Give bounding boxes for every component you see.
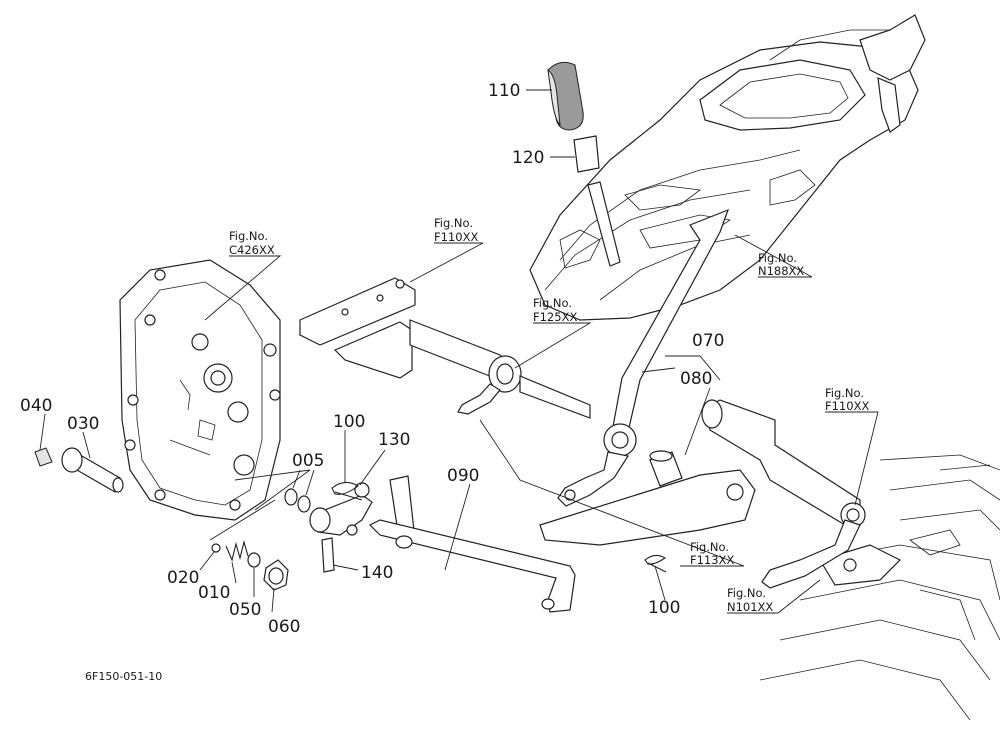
fig-ref-f125xx: Fig.No. F125XX [533, 296, 577, 324]
shift-shaft-left [299, 277, 591, 419]
part-label-010: 010 [198, 583, 230, 603]
part-label-110: 110 [488, 81, 520, 101]
clip-100-right [644, 554, 667, 573]
part-label-020: 020 [167, 568, 199, 588]
detent-spring-010 [225, 539, 249, 562]
svg-text:Fig.No.: Fig.No. [758, 251, 797, 265]
shift-rod-090 [368, 475, 576, 613]
part-label-050: 050 [229, 600, 261, 620]
fig-ref-n188xx: Fig.No. N188XX [758, 251, 804, 278]
svg-text:Fig.No.: Fig.No. [690, 540, 729, 554]
part-label-090: 090 [447, 466, 479, 486]
o-rings-005 [284, 488, 311, 513]
svg-text:F125XX: F125XX [533, 310, 577, 324]
svg-text:F110XX: F110XX [434, 230, 478, 244]
plug-bolt-060 [263, 559, 289, 591]
part-label-130: 130 [378, 430, 410, 450]
fender-body [529, 14, 926, 321]
svg-text:Fig.No.: Fig.No. [533, 296, 572, 310]
bushing-080 [649, 450, 683, 487]
shift-lever [557, 181, 730, 507]
shift-arm-130 [309, 482, 373, 536]
fig-ref-n101xx: Fig.No. N101XX [727, 586, 773, 614]
part-label-005: 005 [292, 451, 324, 471]
part-number-labels: 110 120 070 080 040 030 100 130 005 090 … [20, 81, 724, 637]
figure-reference-labels: Fig.No. C426XX Fig.No. F110XX Fig.No. F1… [229, 216, 869, 614]
plug-040 [34, 447, 53, 467]
lower-frame [759, 454, 1000, 721]
svg-text:N101XX: N101XX [727, 600, 773, 614]
svg-text:F110XX: F110XX [825, 399, 869, 413]
fig-ref-f110xx-right: Fig.No. F110XX [825, 386, 869, 413]
svg-text:Fig.No.: Fig.No. [229, 229, 268, 243]
detent-ball-020 [211, 543, 221, 553]
part-label-070: 070 [692, 331, 724, 351]
svg-text:N188XX: N188XX [758, 264, 804, 278]
part-label-040: 040 [20, 396, 52, 416]
part-label-030: 030 [67, 414, 99, 434]
washer-050 [247, 552, 261, 568]
pin-140 [321, 537, 335, 573]
part-label-120: 120 [512, 148, 544, 168]
svg-text:Fig.No.: Fig.No. [825, 386, 864, 400]
part-label-140: 140 [361, 563, 393, 583]
shaft-030 [61, 447, 124, 493]
part-label-100-left: 100 [333, 412, 365, 432]
fig-ref-f110xx-left: Fig.No. F110XX [434, 216, 478, 244]
fig-ref-c426xx: Fig.No. C426XX [229, 229, 275, 257]
svg-text:Fig.No.: Fig.No. [434, 216, 473, 230]
svg-text:C426XX: C426XX [229, 243, 275, 257]
part-label-080: 080 [680, 369, 712, 389]
drawing-code: 6F150-051-10 [85, 670, 162, 683]
part-label-060: 060 [268, 617, 300, 637]
svg-text:F113XX: F113XX [690, 553, 734, 567]
part-label-100-right: 100 [648, 598, 680, 618]
svg-text:Fig.No.: Fig.No. [727, 586, 766, 600]
fig-ref-f113xx: Fig.No. F113XX [690, 540, 734, 567]
transmission-case [119, 259, 281, 521]
leader-lines [39, 89, 879, 614]
shift-lever-knob [547, 61, 584, 131]
shift-arm-right [539, 399, 866, 589]
knob-sleeve [573, 135, 600, 173]
clip-100-left [331, 481, 363, 501]
